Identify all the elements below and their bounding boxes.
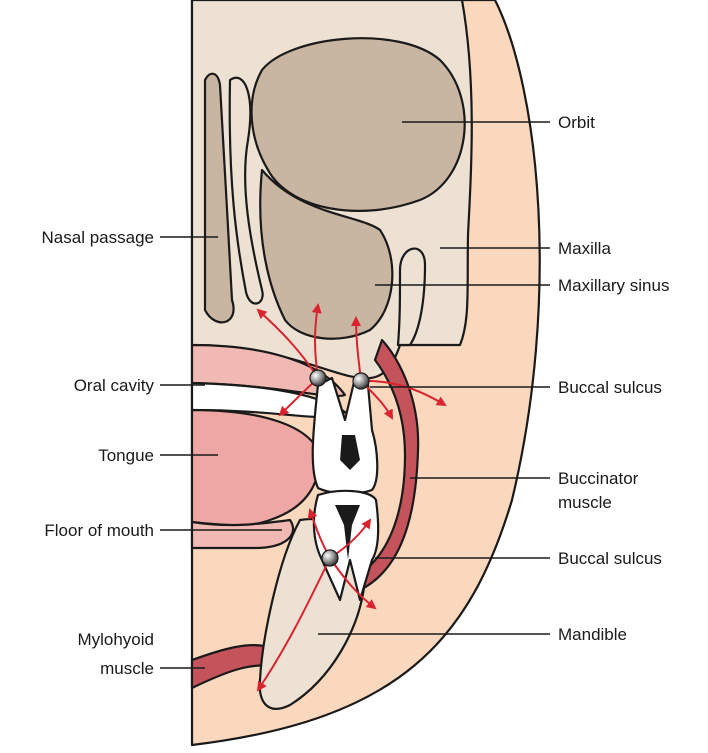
upper-origin-ball-left xyxy=(309,369,327,387)
lower-tooth-pulp xyxy=(335,505,360,560)
oral-cavity-shape xyxy=(190,381,347,419)
upper-tooth-pulp xyxy=(340,435,360,470)
label-nasal-passage: Nasal passage xyxy=(42,228,154,247)
nasal-turbinate xyxy=(228,76,264,305)
label-buccal-sulcus-upper: Buccal sulcus xyxy=(558,378,662,397)
label-maxillary-sinus: Maxillary sinus xyxy=(558,276,669,295)
label-tongue: Tongue xyxy=(98,446,154,465)
label-mylohyoid-line2: muscle xyxy=(100,659,154,678)
label-mandible: Mandible xyxy=(558,625,627,644)
nasal-passage-shape xyxy=(203,72,235,324)
lower-origin-ball xyxy=(321,549,339,567)
upper-origin-ball-right xyxy=(352,372,370,390)
label-oral-cavity: Oral cavity xyxy=(74,376,155,395)
label-floor-of-mouth: Floor of mouth xyxy=(44,521,154,540)
label-maxilla: Maxilla xyxy=(558,239,611,258)
label-orbit: Orbit xyxy=(558,113,595,132)
label-mylohyoid-line1: Mylohyoid xyxy=(77,630,154,649)
leader-lines xyxy=(160,121,550,669)
orbit-shape xyxy=(250,37,466,212)
maxilla-process xyxy=(396,247,427,347)
label-buccinator-line2: muscle xyxy=(558,493,612,512)
label-buccinator-line1: Buccinator xyxy=(558,469,639,488)
maxillary-sinus-shape xyxy=(259,168,394,340)
floor-of-mouth-tissue xyxy=(190,518,295,550)
label-buccal-sulcus-lower: Buccal sulcus xyxy=(558,549,662,568)
